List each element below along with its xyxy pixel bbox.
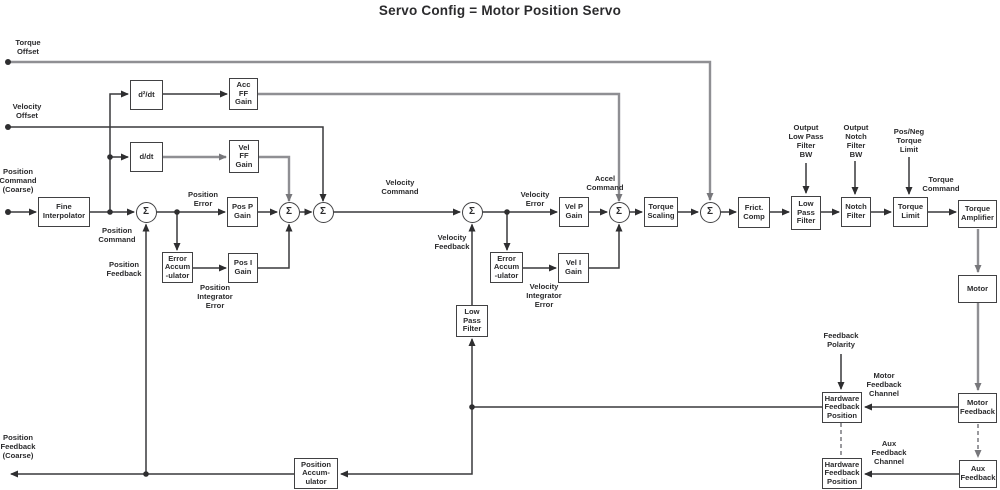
torque-scaling-block: Torque Scaling [644, 197, 678, 227]
position-feedback-coarse-label: Position Feedback (Coarse) [0, 433, 36, 460]
velocity-command-label: Velocity Command [381, 178, 419, 196]
aux-feedback-channel-label: Aux Feedback Channel [871, 439, 907, 466]
hardware-feedback-position-aux-block: Hardware Feedback Position [822, 458, 862, 489]
position-error-label: Position Error [188, 190, 218, 208]
feedback-polarity-label: Feedback Polarity [823, 331, 859, 349]
velocity-offset-label: Velocity Offset [12, 102, 42, 120]
error-accumulator-velocity-block: Error Accum -ulator [490, 252, 523, 283]
accel-command-label: Accel Command [586, 174, 624, 192]
notch-filter-block: Notch Filter [841, 197, 871, 227]
torque-command-label: Torque Command [922, 175, 960, 193]
vel-p-gain-block: Vel P Gain [559, 197, 589, 227]
output-notch-filter-bw-label: Output Notch Filter BW [843, 123, 869, 159]
position-feedback-label: Position Feedback [106, 260, 142, 278]
velocity-sum-junction: Σ [461, 201, 483, 223]
torque-limit-block: Torque Limit [893, 197, 928, 227]
second-derivative-block: d²/dt [130, 80, 163, 110]
vel-i-gain-block: Vel I Gain [558, 253, 589, 283]
accel-sum-junction: Σ [608, 201, 630, 223]
frict-comp-block: Frict. Comp [738, 197, 770, 228]
aux-feedback-block: Aux Feedback [959, 460, 997, 488]
motor-feedback-channel-label: Motor Feedback Channel [866, 371, 902, 398]
torque-amplifier-block: Torque Amplifier [958, 200, 997, 228]
fine-interpolator-block: Fine Interpolator [38, 197, 90, 227]
error-accumulator-position-block: Error Accum -ulator [162, 252, 193, 283]
velocity-command-sum-junction: Σ [312, 201, 334, 223]
vel-ff-gain-block: Vel FF Gain [229, 140, 259, 173]
velocity-feedback-label: Velocity Feedback [434, 233, 470, 251]
velocity-error-label: Velocity Error [520, 190, 550, 208]
position-integrator-error-label: Position Integrator Error [197, 283, 233, 310]
position-pi-sum-junction: Σ [278, 201, 300, 223]
torque-offset-label: Torque Offset [15, 38, 41, 56]
position-accumulator-block: Position Accum- ulator [294, 458, 338, 489]
diagram-title: Servo Config = Motor Position Servo [378, 3, 622, 18]
pos-i-gain-block: Pos I Gain [228, 253, 258, 283]
hardware-feedback-position-motor-block: Hardware Feedback Position [822, 392, 862, 423]
output-low-pass-filter-bw-label: Output Low Pass Filter BW [788, 123, 824, 159]
position-sum-junction: Σ [135, 201, 157, 223]
position-command-label: Position Command [98, 226, 136, 244]
position-command-coarse-label: Position Command (Coarse) [0, 167, 37, 194]
pos-p-gain-block: Pos P Gain [227, 197, 258, 227]
pos-neg-torque-limit-label: Pos/Neg Torque Limit [893, 127, 925, 154]
velocity-integrator-error-label: Velocity Integrator Error [526, 282, 562, 309]
low-pass-filter-feedback-block: Low Pass Filter [456, 305, 488, 337]
motor-feedback-block: Motor Feedback [958, 393, 997, 423]
derivative-block: d/dt [130, 142, 163, 172]
low-pass-filter-output-block: Low Pass Filter [791, 196, 821, 230]
acc-ff-gain-block: Acc FF Gain [229, 78, 258, 110]
torque-offset-sum-junction: Σ [699, 201, 721, 223]
motor-block: Motor [958, 275, 997, 303]
